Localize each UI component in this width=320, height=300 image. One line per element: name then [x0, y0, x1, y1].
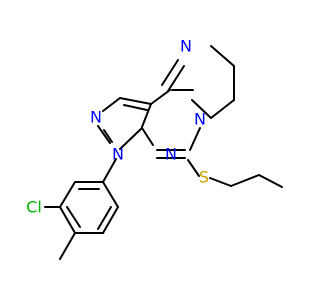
bond	[102, 206, 119, 234]
atom-s: S	[199, 168, 209, 187]
bond	[141, 127, 154, 146]
bond	[59, 232, 76, 260]
bond	[123, 104, 148, 111]
bond	[59, 181, 76, 208]
atom-n-pm: N	[165, 145, 177, 164]
bond	[97, 206, 112, 230]
atom-n-ring1: N	[180, 37, 192, 56]
molecule-structure: N N N N N S Cl	[26, 37, 283, 260]
bond	[103, 129, 113, 143]
bond	[209, 177, 232, 187]
bonds	[44, 45, 283, 260]
bond	[161, 59, 179, 86]
bond	[102, 181, 119, 208]
bond	[210, 45, 235, 67]
bond	[97, 125, 111, 144]
bond	[102, 97, 121, 112]
bond	[230, 174, 260, 187]
bond	[66, 206, 81, 228]
bond	[189, 127, 201, 151]
bond	[59, 206, 76, 234]
bond	[150, 89, 171, 105]
bond	[187, 159, 200, 177]
atom-labels: N N N N N S Cl	[26, 37, 209, 217]
atom-n-ring2: N	[194, 110, 206, 129]
bond	[258, 174, 283, 188]
bond	[119, 97, 152, 105]
bond	[141, 103, 152, 128]
atom-cl: Cl	[26, 198, 42, 217]
bond	[191, 99, 212, 119]
atom-n-pz2: N	[112, 145, 124, 164]
bond	[102, 158, 117, 183]
atom-n-pz1: N	[90, 108, 102, 127]
bond	[210, 99, 235, 119]
bond	[167, 65, 185, 92]
bond	[119, 127, 143, 150]
